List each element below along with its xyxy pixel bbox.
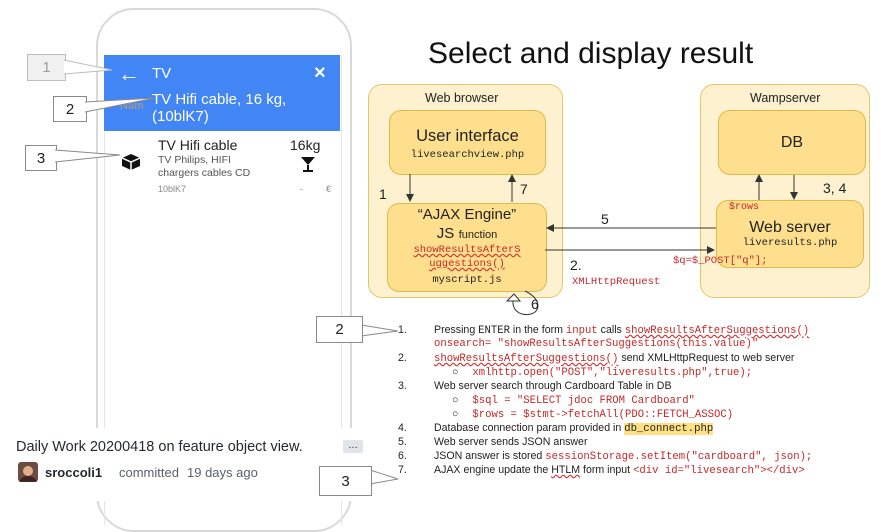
item-title: TV Hifi cable xyxy=(158,137,238,153)
rows-var: $rows xyxy=(729,202,760,213)
step-3-code-1: ○$sql = "SELECT jdoc FROM Cardboard" xyxy=(452,394,695,407)
web-server-file: liveresults.php xyxy=(742,237,838,249)
search-header: ← TV × TV Hifi cable, 16 kg, (10blK7) xyxy=(104,55,340,131)
box-icon xyxy=(121,154,141,170)
db-box: DB xyxy=(718,110,866,175)
step-4: 4. Database connection param provided in… xyxy=(398,422,714,435)
avatar[interactable] xyxy=(18,462,38,482)
item-currency: € xyxy=(326,184,332,194)
flow-label-3-4: 3, 4 xyxy=(823,180,847,196)
steps-list: 1. Pressing ENTER in the form input call… xyxy=(398,324,892,501)
ajax-engine-box: “AJAX Engine” JS function showResultsAft… xyxy=(387,203,547,292)
commit-user[interactable]: sroccoli1 xyxy=(45,465,103,480)
item-code: 10blK7 xyxy=(158,184,187,194)
flow-label-6: 6 xyxy=(531,296,539,312)
commit-time: 19 days ago xyxy=(187,465,258,480)
ajax-file: myscript.js xyxy=(432,274,502,286)
xhr-label: XMLHttpRequest xyxy=(572,276,661,288)
ajax-function-name-2: uggestions() xyxy=(429,258,505,270)
flow-label-2: 2. xyxy=(570,257,582,273)
flow-label-7: 7 xyxy=(520,181,528,197)
item-weight: 16kg xyxy=(290,137,321,153)
wampserver-label: Wampserver xyxy=(750,91,821,105)
expand-button[interactable]: … xyxy=(343,440,363,453)
web-browser-label: Web browser xyxy=(425,91,499,105)
phone-screen xyxy=(104,55,342,525)
suggestion-item[interactable]: TV Hifi cable, 16 kg, (10blK7) xyxy=(152,91,287,125)
step-1-code: onsearch= "showResultsAfterSuggestions(t… xyxy=(434,338,759,350)
search-input[interactable]: TV xyxy=(152,65,172,82)
step-5: 5.Web server sends JSON answer xyxy=(398,436,588,448)
close-icon[interactable]: × xyxy=(314,62,326,84)
step-7: 7. AJAX engine update the HTLM form inpu… xyxy=(398,464,805,477)
step-1: 1. Pressing ENTER in the form input call… xyxy=(398,324,810,337)
flow-arrows xyxy=(406,174,798,316)
post-var: $q=$_POST["q"]; xyxy=(673,255,768,267)
callout-pointers xyxy=(54,59,399,485)
result-list-item[interactable]: TV Hifi cable 16kg TV Philips, HIFI char… xyxy=(104,131,340,209)
back-arrow-icon[interactable]: ← xyxy=(118,61,140,86)
commit-panel: Daily Work 20200418 on feature object vi… xyxy=(0,428,365,501)
item-desc-line2: chargers cables CD xyxy=(158,167,251,179)
ajax-engine-title: “AJAX Engine” xyxy=(417,206,517,223)
user-interface-file: livesearchview.php xyxy=(410,149,525,161)
step-3-code-2: ○$rows = $stmt->fetchAll(PDO::FETCH_ASSO… xyxy=(452,408,734,421)
web-server-box: $rows Web server liveresults.php xyxy=(716,200,864,268)
callout-3: 3 xyxy=(25,145,57,171)
step-3: 3.Web server search through Cardboard Ta… xyxy=(398,380,672,392)
item-dash: - xyxy=(300,184,303,194)
step-2: 2. showResultsAfterSuggestions() send XM… xyxy=(398,352,795,365)
callout-5: 3 xyxy=(319,466,372,496)
commit-verb: committed xyxy=(119,465,179,480)
page-title: Select and display result xyxy=(428,37,754,70)
db-title: DB xyxy=(780,134,804,151)
callout-4: 2 xyxy=(316,316,363,343)
flow-label-5: 5 xyxy=(601,211,609,227)
callout-1: 1 xyxy=(27,54,66,81)
user-interface-title: User interface xyxy=(416,127,519,145)
commit-message[interactable]: Daily Work 20200418 on feature object vi… xyxy=(16,439,303,455)
user-interface-box: User interface livesearchview.php xyxy=(389,110,546,175)
glass-icon xyxy=(301,157,315,172)
step-6: 6. JSON answer is stored sessionStorage.… xyxy=(398,450,813,463)
web-server-title: Web server xyxy=(749,219,831,236)
item-desc-line1: TV Philips, HIFI xyxy=(158,154,231,166)
ajax-js-line: JS function xyxy=(436,225,498,242)
flow-label-1: 1 xyxy=(379,186,387,202)
step-2-code: ○xmlhttp.open("POST","liveresults.php",t… xyxy=(452,366,753,379)
ajax-function-name-1: showResultsAfterS xyxy=(413,244,521,256)
